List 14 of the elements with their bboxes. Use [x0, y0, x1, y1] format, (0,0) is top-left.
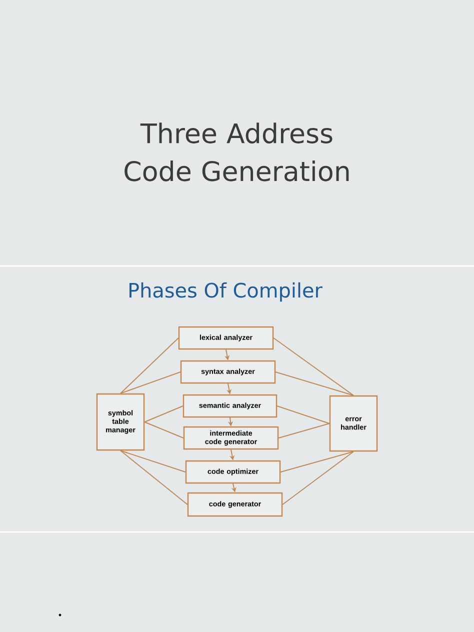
connector-line	[275, 372, 354, 396]
connector-line	[276, 406, 330, 424]
connector-line	[120, 450, 188, 505]
connector-line	[120, 372, 181, 394]
connector-line	[280, 451, 354, 472]
connector-line	[278, 423, 330, 438]
connector-line	[120, 450, 186, 472]
connector-line	[120, 338, 179, 394]
slide-title: Three Address Code Generation	[124, 122, 349, 182]
slide-heading: Phases Of Compiler	[130, 282, 322, 302]
connector-line	[273, 338, 354, 396]
connector-line	[282, 451, 354, 505]
connector-line	[144, 406, 184, 422]
connector-line	[144, 422, 184, 438]
